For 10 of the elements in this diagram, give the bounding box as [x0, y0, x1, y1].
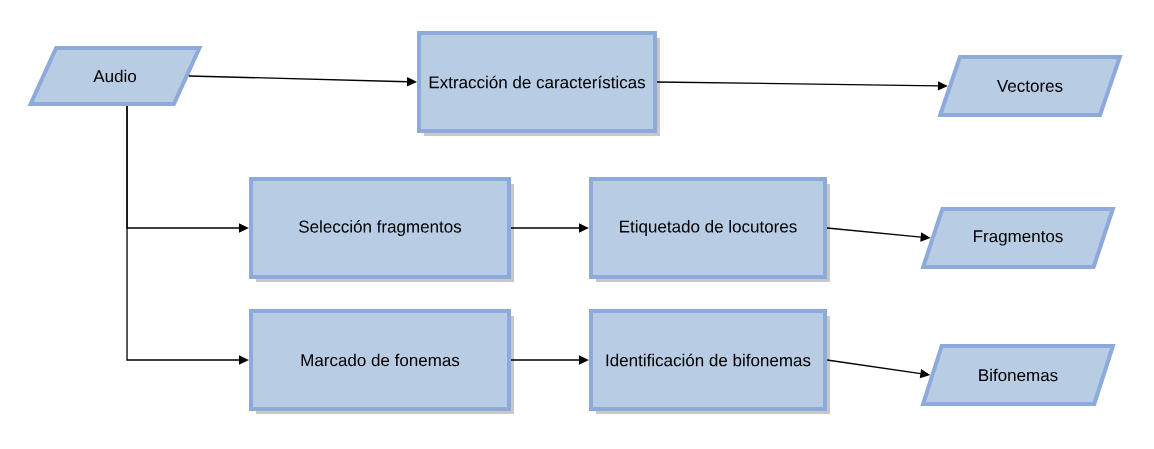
arrow: [510, 223, 589, 233]
process-box: Extracción de características: [417, 31, 660, 136]
arrow: [656, 81, 948, 91]
process-box: Identificación de bifonemas: [589, 309, 830, 414]
process-box: Etiquetado de locutores: [589, 177, 830, 282]
arrow: [510, 355, 589, 365]
process-box: Selección fragmentos: [249, 177, 514, 282]
process-box: Marcado de fonemas: [249, 309, 514, 414]
arrow: [126, 105, 249, 365]
arrow: [188, 75, 417, 87]
